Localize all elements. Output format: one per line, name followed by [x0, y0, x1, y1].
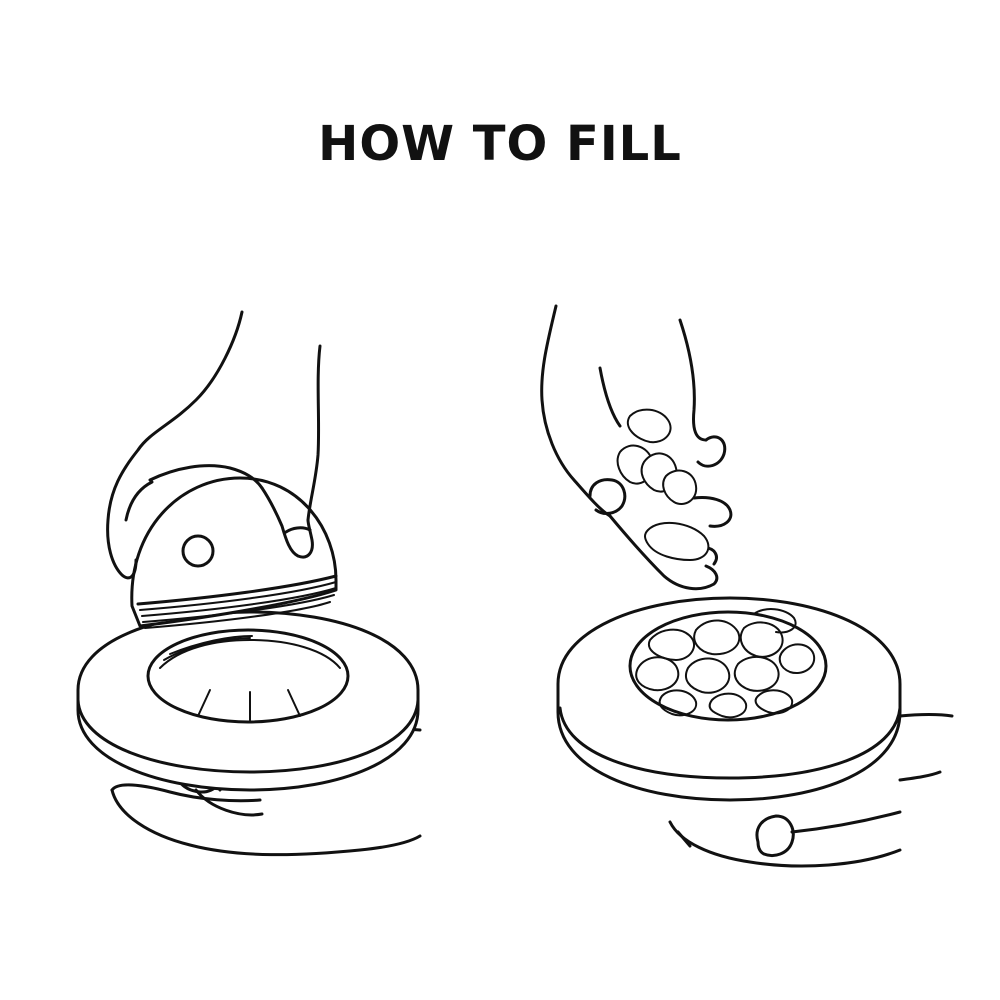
- step-1-lift-lid: [76, 310, 422, 857]
- holding-hand-right: [668, 713, 954, 868]
- base-container-left: [76, 610, 420, 792]
- gripping-hand-left: [106, 310, 322, 580]
- base-opening-left: [159, 635, 341, 721]
- lid-left: [130, 476, 338, 628]
- lid-rim-left: [139, 581, 337, 629]
- pouring-hand-right: [540, 304, 733, 591]
- contents-in-container: [635, 608, 816, 719]
- contents-in-hand: [616, 408, 710, 561]
- base-container-right: [556, 596, 902, 802]
- page-title: HOW TO FILL: [318, 116, 682, 172]
- lid-button-icon: [181, 534, 215, 568]
- step-2-pour-contents: [540, 304, 954, 868]
